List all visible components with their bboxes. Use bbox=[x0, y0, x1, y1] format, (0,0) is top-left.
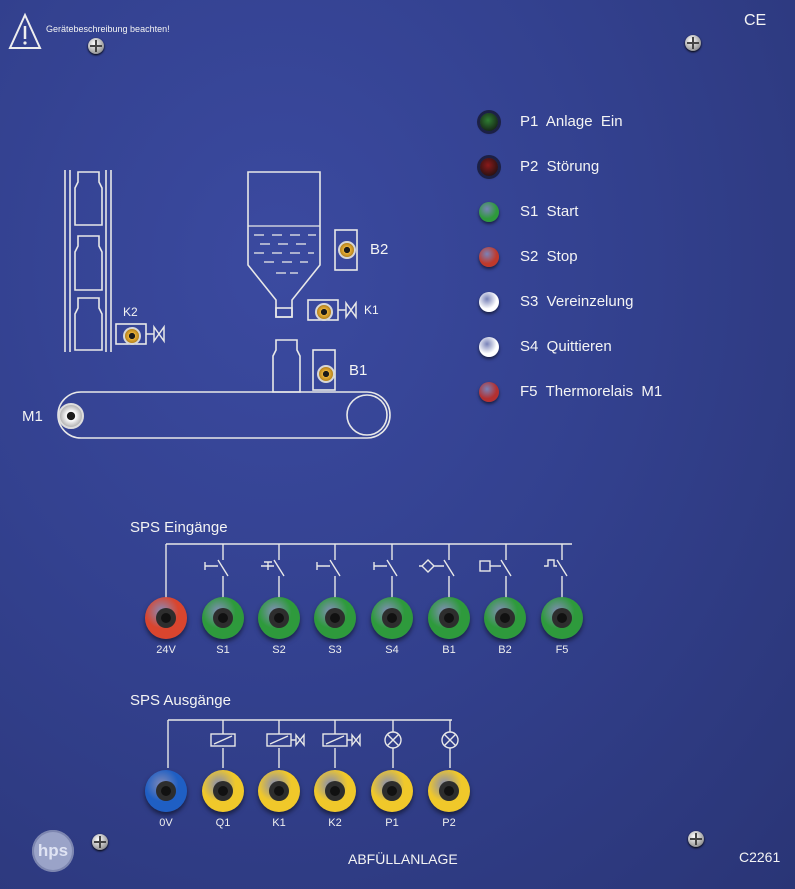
output-socket-label: P2 bbox=[442, 817, 456, 829]
input-socket-b1[interactable] bbox=[428, 597, 470, 639]
input-socket-s1[interactable] bbox=[202, 597, 244, 639]
input-socket-label: S1 bbox=[216, 644, 230, 656]
indicator-label-p1: P1 Anlage Ein bbox=[520, 113, 623, 130]
warning-text: Gerätebeschreibung beachten! bbox=[46, 24, 170, 34]
inputs-wiring-diagram bbox=[165, 543, 572, 598]
b1-sensor bbox=[317, 365, 335, 383]
output-socket-q1[interactable] bbox=[202, 770, 244, 812]
input-socket-label: F5 bbox=[555, 644, 569, 656]
k1-indicator bbox=[315, 303, 333, 321]
button-s1[interactable] bbox=[479, 202, 499, 222]
button-f5[interactable] bbox=[479, 382, 499, 402]
output-socket-k1[interactable] bbox=[258, 770, 300, 812]
indicator-label-p2: P2 Störung bbox=[520, 158, 600, 175]
output-socket-label: Q1 bbox=[215, 817, 231, 829]
input-socket-label: S3 bbox=[328, 644, 342, 656]
screw-icon bbox=[685, 35, 701, 51]
ce-mark: CE bbox=[744, 12, 767, 29]
output-socket-label: 0V bbox=[159, 817, 173, 829]
k2-indicator bbox=[123, 327, 141, 345]
button-s3[interactable] bbox=[479, 292, 499, 312]
lamp-p1 bbox=[480, 113, 498, 131]
k1-label: K1 bbox=[364, 303, 379, 317]
model-number: C2261 bbox=[739, 849, 781, 865]
outputs-title: SPS Ausgänge bbox=[130, 692, 231, 709]
k2-label: K2 bbox=[123, 305, 138, 319]
input-socket-label: S2 bbox=[272, 644, 286, 656]
button-s4[interactable] bbox=[479, 337, 499, 357]
output-socket-label: K2 bbox=[328, 817, 342, 829]
indicator-label-f5: F5 Thermorelais M1 bbox=[520, 383, 663, 400]
button-s2[interactable] bbox=[479, 247, 499, 267]
input-socket-b2[interactable] bbox=[484, 597, 526, 639]
m1-motor-indicator bbox=[58, 403, 84, 429]
inputs-title: SPS Eingänge bbox=[130, 519, 228, 536]
indicator-label-s4: S4 Quittieren bbox=[520, 338, 612, 355]
input-socket-f5[interactable] bbox=[541, 597, 583, 639]
input-socket-s3[interactable] bbox=[314, 597, 356, 639]
m1-label: M1 bbox=[22, 408, 43, 425]
b2-sensor bbox=[338, 241, 356, 259]
b2-label: B2 bbox=[370, 241, 389, 258]
screw-icon bbox=[688, 831, 704, 847]
hps-logo-text: hps bbox=[37, 841, 69, 860]
input-socket-label: B2 bbox=[498, 644, 512, 656]
indicator-label-s3: S3 Vereinzelung bbox=[520, 293, 634, 310]
warning-icon bbox=[8, 12, 42, 49]
input-socket-s4[interactable] bbox=[371, 597, 413, 639]
input-socket-label: B1 bbox=[442, 644, 456, 656]
output-socket-0v[interactable] bbox=[145, 770, 187, 812]
hps-logo: hps bbox=[32, 830, 74, 872]
panel-title: ABFÜLLANLAGE bbox=[348, 851, 458, 867]
indicator-label-s1: S1 Start bbox=[520, 203, 579, 220]
output-socket-p2[interactable] bbox=[428, 770, 470, 812]
output-socket-k2[interactable] bbox=[314, 770, 356, 812]
output-socket-label: P1 bbox=[385, 817, 399, 829]
outputs-wiring-diagram bbox=[167, 719, 459, 768]
indicator-label-s2: S2 Stop bbox=[520, 248, 578, 265]
input-socket-label: S4 bbox=[385, 644, 399, 656]
output-socket-p1[interactable] bbox=[371, 770, 413, 812]
input-socket-24v[interactable] bbox=[145, 597, 187, 639]
screw-icon bbox=[92, 834, 108, 850]
lamp-p2 bbox=[480, 158, 498, 176]
input-socket-s2[interactable] bbox=[258, 597, 300, 639]
input-socket-label: 24V bbox=[156, 644, 176, 656]
screw-icon bbox=[88, 38, 104, 54]
output-socket-label: K1 bbox=[272, 817, 286, 829]
b1-label: B1 bbox=[349, 362, 368, 379]
